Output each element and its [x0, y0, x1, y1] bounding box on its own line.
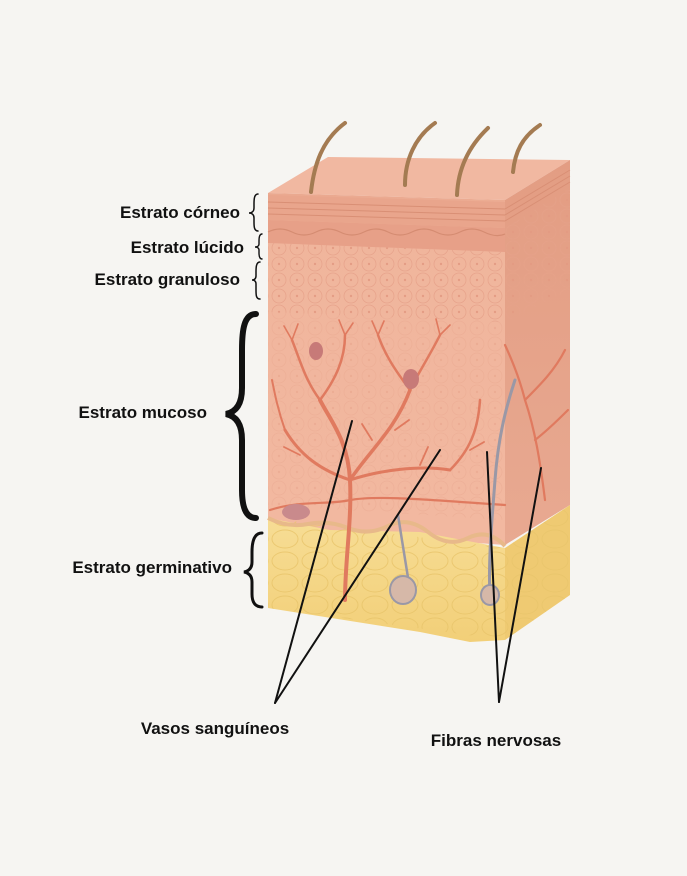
brace-lucido	[255, 234, 262, 259]
label-estrato-granuloso: Estrato granuloso	[95, 270, 240, 289]
label-estrato-corneo: Estrato córneo	[120, 203, 240, 222]
label-fibras-nervosas: Fibras nervosas	[431, 731, 561, 750]
brace-corneo	[249, 194, 258, 231]
dermis-cell-1	[309, 342, 323, 360]
corpuscle-1	[390, 576, 416, 604]
dermis-gland	[282, 504, 310, 520]
corpuscle-2	[481, 585, 499, 605]
mucoso-cells	[268, 312, 505, 520]
brace-granuloso	[252, 262, 260, 299]
brace-mucoso	[226, 314, 256, 518]
label-vasos-sanguineos: Vasos sanguíneos	[141, 719, 289, 738]
label-estrato-germinativo: Estrato germinativo	[72, 558, 232, 577]
brace-germinativo	[244, 533, 262, 607]
label-estrato-mucoso: Estrato mucoso	[79, 403, 207, 422]
granuloso-band	[268, 243, 505, 322]
label-estrato-lucido: Estrato lúcido	[131, 238, 244, 257]
dermis-cell-2	[403, 369, 419, 389]
